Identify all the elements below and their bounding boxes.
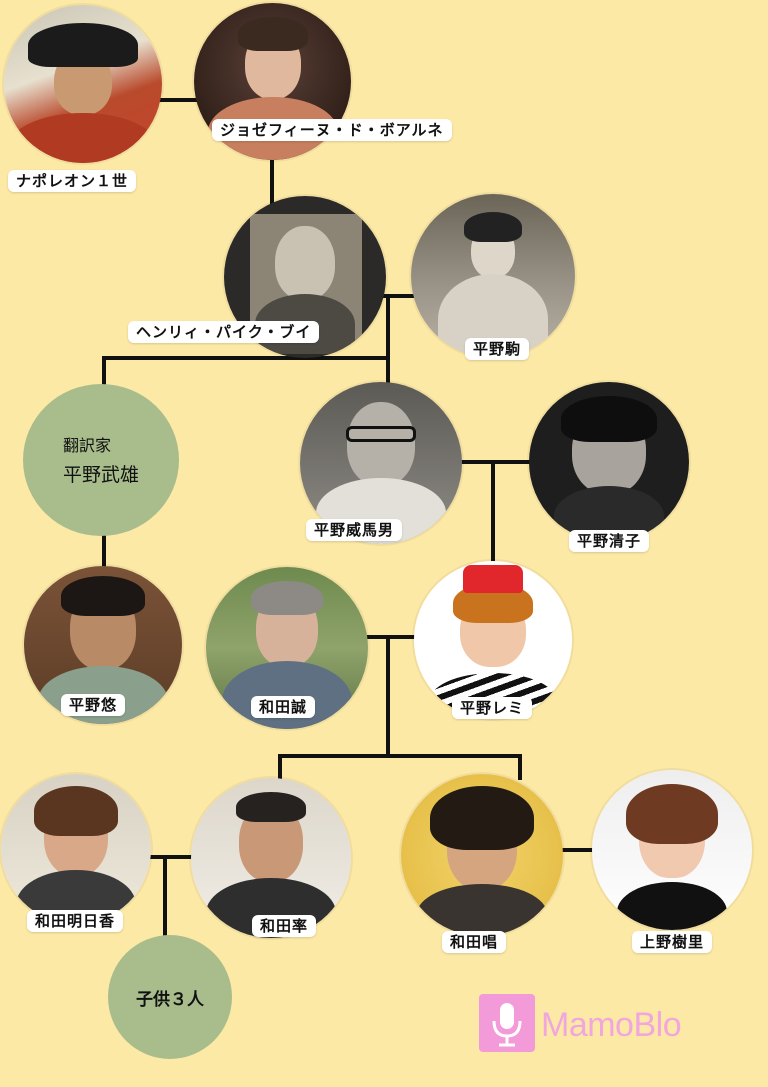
logo-text: MamoBlo — [541, 1006, 682, 1044]
koma-photo — [411, 194, 575, 358]
kiyoko-photo — [529, 382, 689, 542]
takeo-circle: 翻訳家 平野武雄 — [23, 384, 179, 536]
juri-photo — [592, 770, 752, 930]
imao-label: 平野威馬男 — [306, 519, 403, 541]
microphone-icon — [492, 1003, 522, 1047]
yu-photo — [24, 566, 182, 724]
children-circle: 子供３人 — [108, 935, 232, 1059]
kiyoko-label: 平野清子 — [569, 530, 650, 552]
takeo-name: 平野武雄 — [63, 464, 140, 486]
napoleon-photo — [4, 5, 162, 163]
children-label: 子供３人 — [136, 990, 204, 1010]
henry-label: ヘンリィ・パイク・ブイ — [128, 321, 320, 343]
koma-label: 平野駒 — [465, 338, 530, 360]
ritsu-photo — [191, 778, 351, 938]
sho-photo — [401, 774, 563, 936]
logo-mark — [479, 994, 535, 1052]
yu-label: 平野悠 — [61, 694, 126, 716]
asuka-photo — [1, 774, 151, 924]
sho-label: 和田唱 — [442, 931, 507, 953]
juri-label: 上野樹里 — [632, 931, 713, 953]
henry-photo — [224, 196, 386, 358]
asuka-label: 和田明日香 — [27, 910, 124, 932]
makoto-photo — [206, 567, 368, 729]
remi-label: 平野レミ — [452, 697, 533, 719]
ritsu-label: 和田率 — [252, 915, 317, 937]
makoto-label: 和田誠 — [251, 696, 316, 718]
josephine-label: ジョゼフィーヌ・ド・ボアルネ — [212, 119, 452, 141]
remi-photo — [414, 561, 572, 719]
imao-photo — [300, 382, 462, 544]
takeo-role: 翻訳家 — [63, 436, 112, 455]
napoleon-label: ナポレオン１世 — [8, 170, 137, 192]
